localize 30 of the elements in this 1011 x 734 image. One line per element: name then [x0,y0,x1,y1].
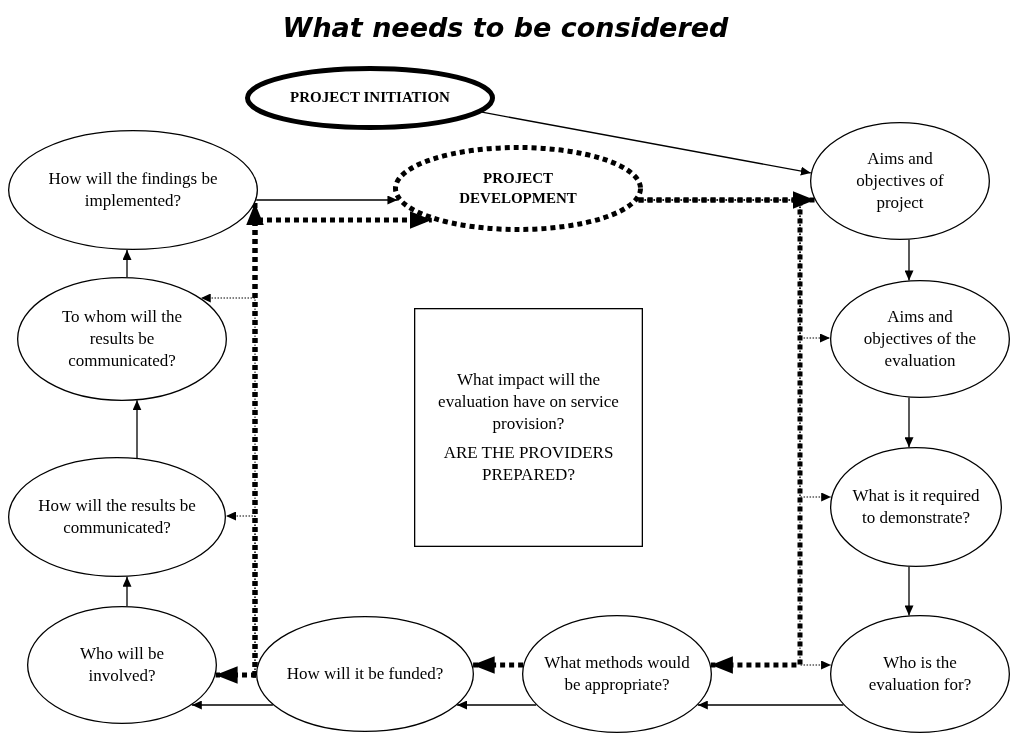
node-text: To whom will the results be communicated? [60,305,184,373]
node-text: How will the results be communicated? [37,494,197,539]
arrow [191,700,274,710]
node-text: PROJECT INITIATION [290,88,450,108]
node-text: Aims and objectives of project [855,147,945,215]
dotted-arrow [252,211,432,678]
node-text: How will the findings be implemented? [47,167,219,212]
arrow [132,399,142,459]
dotted-arrow [638,197,803,674]
node-text: How will it be funded? [286,662,444,685]
node-text: What impact will the evaluation have on service provision? [437,369,620,436]
note-text: ARE THE PROVIDERS PREPARED? [442,441,615,486]
arrow [255,195,399,205]
dotted-arrow [215,666,256,684]
dotted-arrow [472,656,524,674]
node-text: What is it required to demonstrate? [852,484,980,529]
node-text: PROJECT DEVELOPMENT [458,169,578,208]
node-text: Who is the evaluation for? [867,651,973,696]
arrow [697,700,845,710]
arrow [904,239,914,282]
diagram-title: What needs to be considered [282,12,729,43]
arrow [904,566,914,617]
arrow [122,576,132,607]
arrow [456,700,537,710]
node-text: What methods would be appropriate? [544,651,690,696]
node-text: Aims and objectives of the evaluation [862,305,978,373]
arrow [904,396,914,448]
arrow [481,111,812,176]
arrow [122,249,132,278]
node-text: Who will be involved? [78,642,165,687]
